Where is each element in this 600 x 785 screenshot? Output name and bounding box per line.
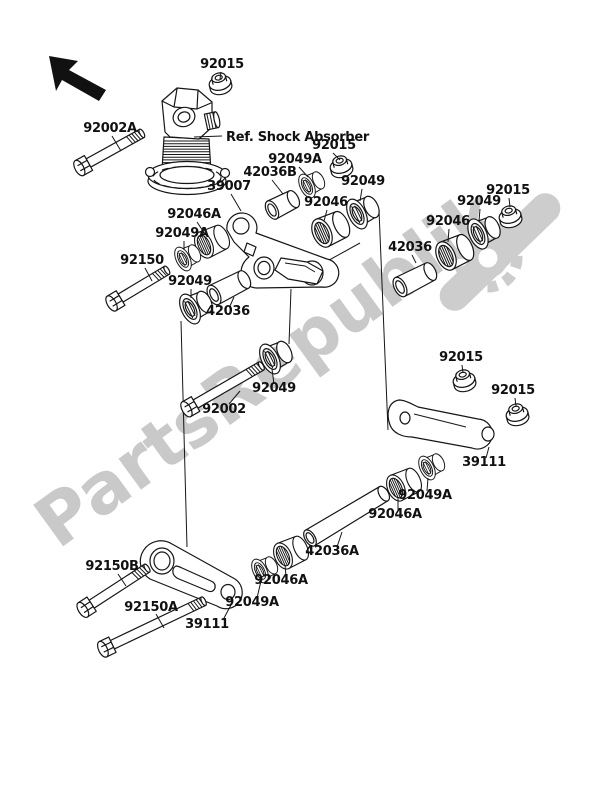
part-label: 92015 [491, 383, 535, 398]
part-label: 92049A [398, 488, 452, 503]
part-label: 92049 [252, 381, 296, 396]
part-label: 92046 [304, 195, 348, 210]
part-label: 92049A [268, 152, 322, 167]
part-label: 42036B [243, 165, 296, 180]
part-label: 39111 [462, 455, 506, 470]
part-label: 39111 [185, 617, 229, 632]
part-labels: 92015 92002A 39007 42036B 92049A 92015 9… [83, 57, 535, 632]
part-label: 92015 [312, 138, 356, 153]
direction-arrow-icon [49, 56, 106, 101]
part-label: 92049 [457, 194, 501, 209]
part-label: 42036A [305, 544, 359, 559]
part-label: 92015 [200, 57, 244, 72]
part-label: 92046A [254, 573, 308, 588]
bolt-92150 [102, 265, 171, 314]
part-label: 39007 [207, 179, 251, 194]
shock-absorber [144, 87, 231, 196]
bolt-92002a [70, 128, 146, 179]
tie-rod-39111-lower [139, 540, 243, 610]
part-label: 92150A [124, 600, 178, 615]
part-label: 42036 [388, 240, 432, 255]
leader-lines [111, 71, 517, 629]
bearing-92046-left [307, 207, 355, 251]
part-label: 92046 [426, 214, 470, 229]
nut-92015-arm2 [503, 400, 532, 429]
part-label: 92049 [341, 174, 385, 189]
part-label: 92046A [167, 207, 221, 222]
part-label: 92049A [155, 226, 209, 241]
part-label: 92015 [486, 183, 530, 198]
part-label: 92150B [85, 559, 138, 574]
bolt-92150b [74, 563, 151, 620]
tie-rod-39111-upper [387, 399, 495, 450]
part-label: 92002A [83, 121, 137, 136]
seal-92049a-mid [414, 448, 450, 483]
part-label: 92002 [202, 402, 246, 417]
bolt-92150a [94, 596, 207, 660]
assembly-lines [180, 209, 389, 548]
nut-92015-arm1 [450, 366, 479, 395]
part-label: 42036 [206, 304, 250, 319]
part-label: 92150 [120, 253, 164, 268]
bolt-92002 [177, 361, 265, 420]
part-label: 92049 [168, 274, 212, 289]
part-label: 92015 [439, 350, 483, 365]
part-label: 92046A [368, 507, 422, 522]
rocker-arm-39007 [226, 212, 340, 289]
ref-note-label: Ref. Shock Absorber [226, 130, 370, 145]
part-label: 92049A [225, 595, 279, 610]
